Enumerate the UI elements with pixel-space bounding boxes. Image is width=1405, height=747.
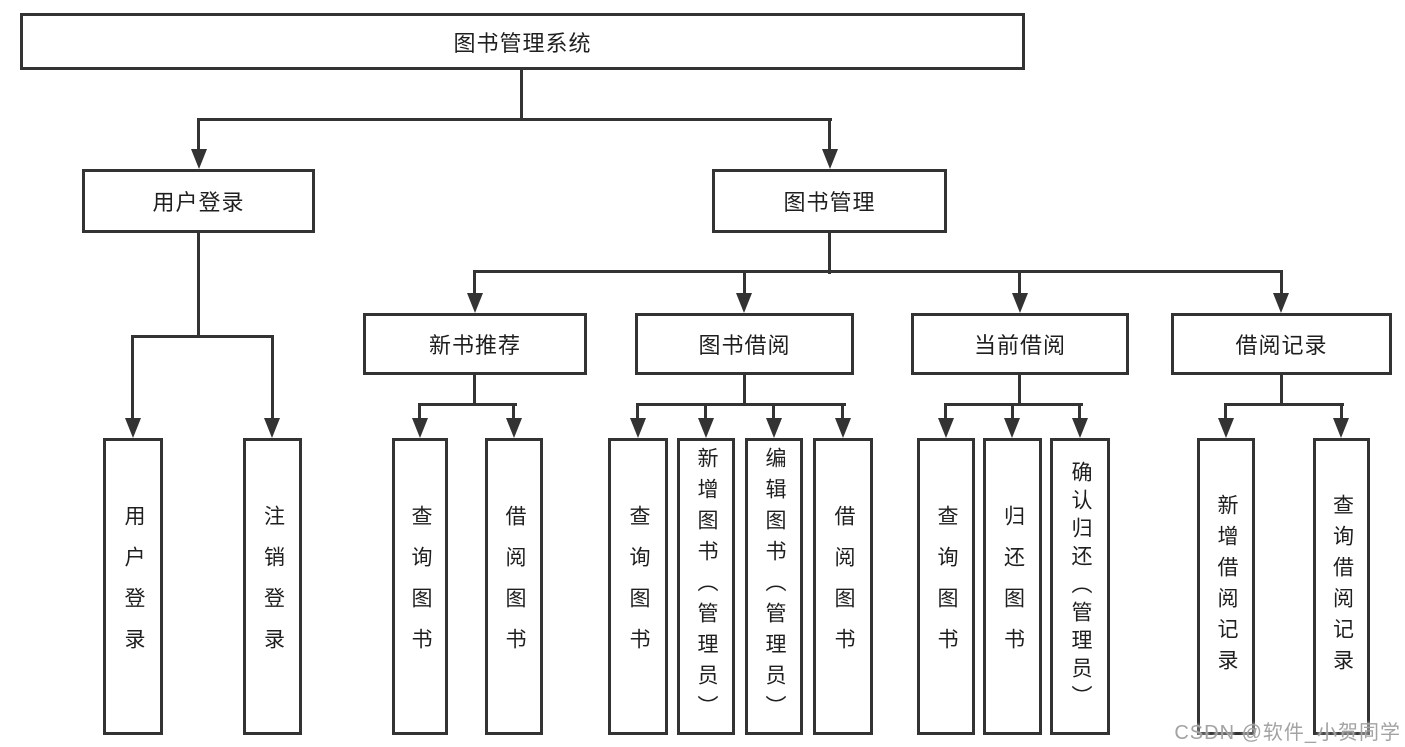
connector-drop-leaf (418, 403, 421, 421)
connector-userlogin-stem (197, 233, 200, 337)
connector-currentborrow-stem (1018, 375, 1021, 405)
connector-newbook-bar (418, 403, 517, 406)
connector-records-stem (1280, 375, 1283, 405)
connector-drop-leaf (1011, 403, 1014, 421)
connector-drop-leaf (512, 403, 515, 421)
leaf-current-query-books: 查询图书 (917, 438, 975, 735)
leaf-borrow-add-books-admin: 新增图书（管理员） (677, 438, 735, 735)
connector-drop-level3 (1280, 270, 1283, 296)
arrow-down-icon (736, 293, 752, 313)
connector-drop-leaf (636, 403, 639, 421)
connector-newbook-stem (473, 375, 476, 405)
arrow-down-icon (1012, 293, 1028, 313)
node-user-login: 用户登录 (82, 169, 315, 233)
connector-userlogin-bar (131, 335, 274, 338)
connector-drop-level3 (1018, 270, 1021, 296)
node-current-borrow: 当前借阅 (911, 313, 1129, 375)
arrow-down-icon (1333, 418, 1349, 438)
leaf-borrow-edit-books-admin: 编辑图书（管理员） (745, 438, 803, 735)
connector-bookmgmt-bar (473, 270, 1283, 273)
node-borrow-records-label: 借阅记录 (1235, 333, 1328, 358)
arrow-down-icon (822, 149, 838, 169)
leaf-borrow-edit-books-admin-label: 编辑图书（管理员） (763, 447, 786, 726)
connector-drop-level3 (473, 270, 476, 296)
leaf-logout-label: 注销登录 (261, 504, 285, 669)
node-user-login-label: 用户登录 (152, 190, 245, 215)
arrow-down-icon (412, 418, 428, 438)
connector-drop-leaf (131, 335, 134, 420)
node-new-book-recommend: 新书推荐 (363, 313, 587, 375)
node-new-book-recommend-label: 新书推荐 (428, 333, 521, 358)
leaf-newbook-borrow-books: 借阅图书 (485, 438, 543, 735)
connector-records-bar (1224, 403, 1344, 406)
connector-bookmgmt-stem (828, 233, 831, 274)
arrow-down-icon (506, 418, 522, 438)
connector-drop-level3 (743, 270, 746, 296)
connector-root-stem (520, 70, 523, 120)
node-book-management-label: 图书管理 (783, 190, 876, 215)
connector-drop-leaf (271, 335, 274, 420)
node-book-borrow-label: 图书借阅 (698, 333, 791, 358)
leaf-user-login: 用户登录 (103, 438, 163, 735)
connector-root-bar (197, 118, 832, 121)
arrow-down-icon (1004, 418, 1020, 438)
node-borrow-records: 借阅记录 (1171, 313, 1392, 375)
arrow-down-icon (938, 418, 954, 438)
arrow-down-icon (264, 418, 280, 438)
leaf-newbook-query-books-label: 查询图书 (409, 504, 432, 669)
leaf-borrow-add-books-admin-label: 新增图书（管理员） (695, 447, 718, 726)
connector-drop-leaf (1224, 403, 1227, 421)
connector-bookborrow-stem (743, 375, 746, 405)
leaf-user-login-label: 用户登录 (122, 504, 145, 669)
connector-drop-book-mgmt (828, 118, 831, 152)
arrow-down-icon (835, 418, 851, 438)
arrow-down-icon (1218, 418, 1234, 438)
leaf-borrow-borrow-books: 借阅图书 (813, 438, 873, 735)
connector-drop-leaf (841, 403, 844, 421)
leaf-logout: 注销登录 (243, 438, 302, 735)
node-book-management: 图书管理 (712, 169, 947, 233)
connector-drop-leaf (772, 403, 775, 421)
arrow-down-icon (698, 418, 714, 438)
leaf-records-query-record-label: 查询借阅记录 (1330, 493, 1354, 680)
arrow-down-icon (766, 418, 782, 438)
node-root: 图书管理系统 (20, 13, 1025, 70)
connector-drop-leaf (944, 403, 947, 421)
connector-bookborrow-bar (636, 403, 846, 406)
leaf-borrow-borrow-books-label: 借阅图书 (832, 504, 855, 669)
node-root-label: 图书管理系统 (453, 30, 592, 56)
leaf-records-add-record-label: 新增借阅记录 (1215, 493, 1238, 680)
node-current-borrow-label: 当前借阅 (973, 333, 1066, 358)
node-book-borrow: 图书借阅 (635, 313, 854, 375)
leaf-current-confirm-return-admin: 确认归还（管理员） (1050, 438, 1110, 735)
arrow-down-icon (191, 149, 207, 169)
arrow-down-icon (630, 418, 646, 438)
leaf-records-add-record: 新增借阅记录 (1197, 438, 1255, 735)
arrow-down-icon (125, 418, 141, 438)
connector-drop-user-login (197, 118, 200, 152)
arrow-down-icon (467, 293, 483, 313)
leaf-current-return-books-label: 归还图书 (1001, 504, 1025, 669)
leaf-current-return-books: 归还图书 (983, 438, 1042, 735)
leaf-newbook-borrow-books-label: 借阅图书 (503, 504, 526, 669)
arrow-down-icon (1072, 418, 1088, 438)
watermark-text: CSDN @软件_小贺同学 (1174, 722, 1401, 744)
leaf-records-query-record: 查询借阅记录 (1313, 438, 1370, 735)
leaf-borrow-query-books: 查询图书 (608, 438, 668, 735)
connector-drop-leaf (1078, 403, 1081, 421)
leaf-current-confirm-return-admin-label: 确认归还（管理员） (1069, 460, 1092, 713)
leaf-current-query-books-label: 查询图书 (935, 504, 958, 669)
connector-drop-leaf (1340, 403, 1343, 421)
leaf-borrow-query-books-label: 查询图书 (627, 504, 650, 669)
leaf-newbook-query-books: 查询图书 (392, 438, 448, 735)
connector-drop-leaf (704, 403, 707, 421)
arrow-down-icon (1273, 293, 1289, 313)
